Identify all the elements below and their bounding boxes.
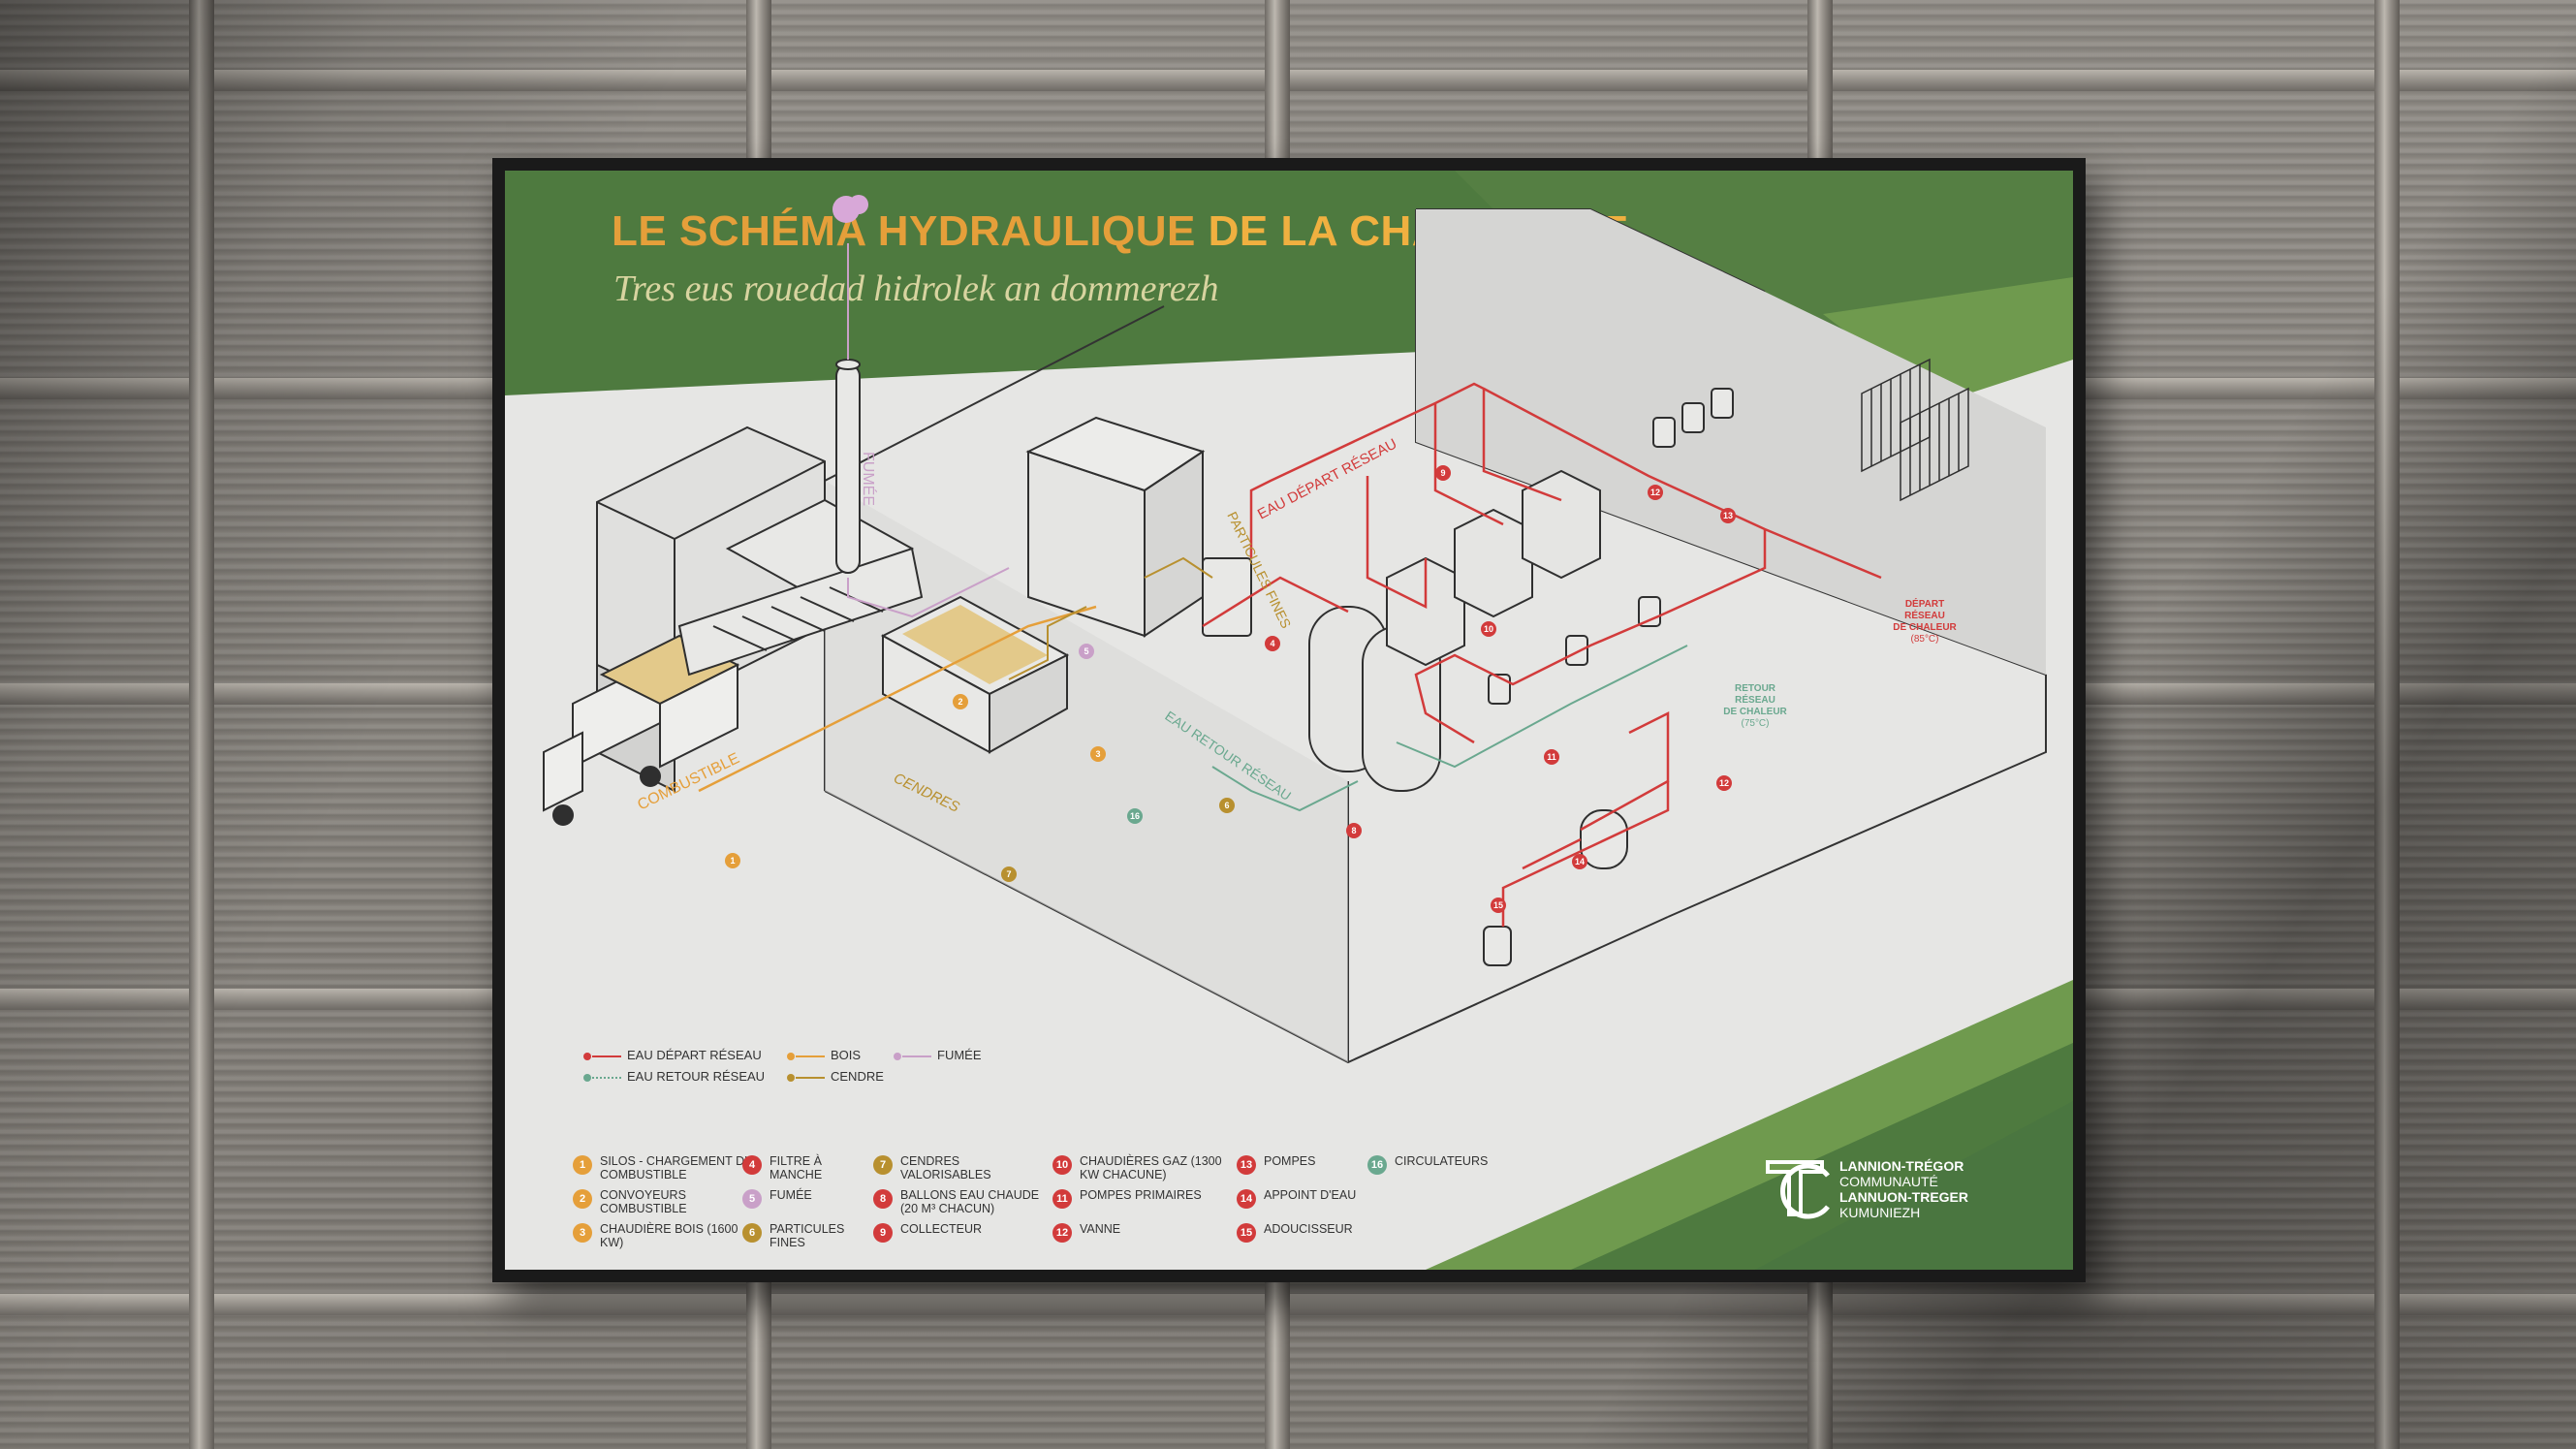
smoke-cloud	[849, 195, 868, 214]
svg-text:7: 7	[1006, 869, 1011, 879]
pipe-fumee	[847, 567, 1010, 618]
conveyor	[677, 498, 924, 677]
logo-line3: LANNUON-TREGER	[1839, 1189, 1968, 1205]
logo-line1: LANNION-TRÉGOR	[1839, 1158, 1964, 1174]
title-part1: LE SCHÉMA HYDRAULIQUE	[612, 207, 1196, 255]
svg-text:13: 13	[1723, 511, 1733, 520]
isometric-diagram: FUMÉE	[543, 195, 2047, 1064]
svg-text:14: 14	[1575, 857, 1585, 866]
svg-text:3: 3	[1095, 749, 1100, 759]
lannion-tregor-logo: LANNION-TRÉGOR COMMUNAUTÉ LANNUON-TREGER…	[1760, 1154, 2012, 1222]
legend-eau-retour: EAU RETOUR RÉSEAU	[582, 1069, 765, 1084]
chimney	[835, 359, 861, 574]
svg-text:12: 12	[1719, 778, 1729, 788]
label-eau-depart: EAU DÉPART RÉSEAU	[1255, 435, 1399, 522]
svg-text:5: 5	[1084, 646, 1088, 656]
heat-grid	[1861, 358, 1969, 502]
svg-text:16: 16	[1130, 811, 1140, 821]
svg-text:15: 15	[1493, 900, 1503, 910]
svg-text:9: 9	[1440, 468, 1445, 478]
svg-text:DE CHALEUR: DE CHALEUR	[1723, 707, 1787, 717]
svg-text:1: 1	[730, 856, 735, 866]
hot-water-tanks	[1308, 606, 1441, 792]
diagram-markers: 1 7 2 3 6 16 5 4 8 9 10 11 12 12 13 14 1…	[725, 465, 1736, 913]
pumps	[1488, 388, 1734, 705]
pipe-retour	[1211, 645, 1688, 812]
wall-rib	[2374, 0, 2400, 1449]
truck-icon	[543, 634, 740, 826]
label-fumee: FUMÉE	[860, 452, 878, 506]
svg-text:RÉSEAU: RÉSEAU	[1735, 693, 1775, 706]
svg-text:DE CHALEUR: DE CHALEUR	[1893, 622, 1957, 633]
poster-subtitle: Tres eus rouedad hidrolek an dommerezh	[613, 268, 1219, 309]
logo-line2: COMMUNAUTÉ	[1839, 1174, 1938, 1189]
poster: LE SCHÉMA HYDRAULIQUE DE LA CHAUFFERIE T…	[505, 171, 2073, 1270]
svg-text:(85°C): (85°C)	[1910, 634, 1938, 645]
legend-bois: BOIS	[786, 1048, 861, 1062]
svg-text:4: 4	[1270, 639, 1274, 648]
ash-bin	[880, 595, 1070, 754]
svg-text:RÉSEAU: RÉSEAU	[1904, 609, 1945, 621]
svg-text:(75°C): (75°C)	[1741, 718, 1769, 729]
wood-boiler	[1025, 416, 1206, 638]
svg-text:12: 12	[1650, 488, 1660, 497]
svg-text:2: 2	[958, 697, 962, 707]
gas-boilers	[1386, 469, 1601, 667]
logo-mark-icon	[1766, 1160, 1830, 1219]
room-wall-right	[1416, 209, 2046, 675]
bag-filter	[1202, 557, 1252, 637]
legend-eau-depart: EAU DÉPART RÉSEAU	[582, 1048, 762, 1062]
svg-text:RETOUR: RETOUR	[1735, 683, 1776, 694]
svg-text:8: 8	[1351, 826, 1356, 835]
svg-text:DÉPART: DÉPART	[1905, 597, 1944, 610]
svg-text:10: 10	[1484, 624, 1493, 634]
wall-rib	[189, 0, 214, 1449]
logo-line4: KUMUNIEZH	[1839, 1205, 1921, 1220]
legend-cendre: CENDRE	[786, 1069, 884, 1084]
label-retour-chaleur: RETOUR RÉSEAU DE CHALEUR (75°C)	[1723, 683, 1787, 729]
legend-fumee: FUMÉE	[893, 1048, 982, 1062]
pipe-cendre	[1008, 556, 1213, 680]
label-depart-chaleur: DÉPART RÉSEAU DE CHALEUR (85°C)	[1893, 597, 1957, 645]
svg-text:6: 6	[1224, 801, 1229, 810]
svg-text:11: 11	[1547, 752, 1556, 762]
